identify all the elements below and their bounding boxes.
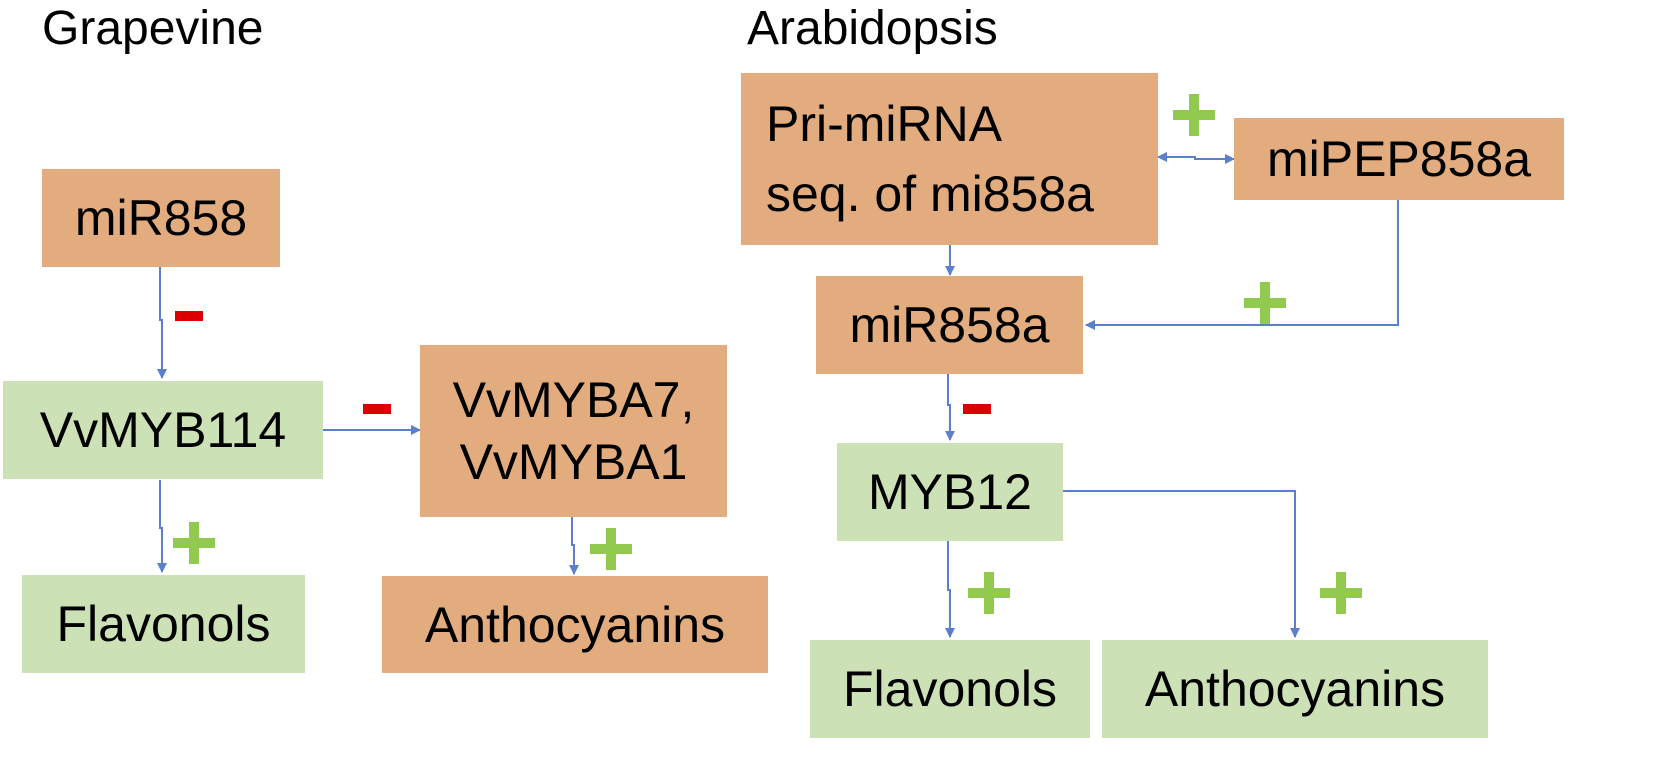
node-myb12: MYB12 — [837, 443, 1063, 541]
node-mir858: miR858 — [42, 169, 280, 267]
minus-icon — [363, 404, 391, 414]
minus-icon — [963, 404, 991, 414]
node-grapevine-anthocyanins: Anthocyanins — [382, 576, 768, 673]
plus-icon — [1320, 572, 1362, 614]
node-grapevine-flavonols: Flavonols — [22, 575, 305, 673]
plus-icon — [968, 572, 1010, 614]
node-mipep858a: miPEP858a — [1234, 118, 1564, 200]
node-arabidopsis-flavonols: Flavonols — [810, 640, 1090, 738]
edge-primirna-mipep-bidirectional — [1157, 152, 1235, 164]
plus-icon — [1173, 94, 1215, 136]
node-arabidopsis-anthocyanins: Anthocyanins — [1102, 640, 1488, 738]
edge-mipep-to-mir858a — [1085, 200, 1399, 330]
panel-title-grapevine: Grapevine — [42, 2, 264, 55]
edge-mir858-to-vvmyb114 — [157, 267, 167, 379]
panel-title-arabidopsis: Arabidopsis — [747, 2, 998, 55]
node-vvmyba7-vvmyba1: VvMYBA7, VvMYBA1 — [420, 345, 727, 517]
node-pri-mirna-seq: Pri-miRNA seq. of mi858a — [741, 73, 1158, 245]
minus-icon — [175, 311, 203, 321]
node-vvmyb114: VvMYB114 — [3, 381, 323, 479]
edge-vvmyba-to-anthocyanins — [569, 517, 579, 575]
plus-icon — [590, 528, 632, 570]
edge-myb12-to-flavonols — [945, 541, 955, 638]
plus-icon — [1244, 282, 1286, 324]
plus-icon — [173, 522, 215, 564]
edge-vvmyb114-to-flavonols — [157, 480, 167, 573]
edge-mir858a-to-myb12 — [945, 374, 955, 441]
edge-myb12-to-anthocyanins — [1063, 490, 1300, 638]
node-mir858a: miR858a — [816, 276, 1083, 374]
